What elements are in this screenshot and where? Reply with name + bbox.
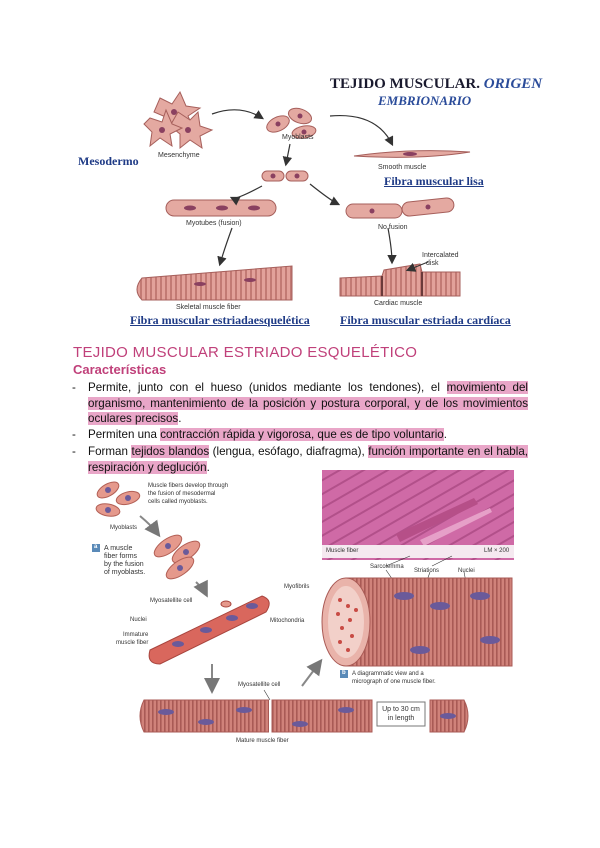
label-myotubes: Myotubes (fusion) (186, 220, 242, 227)
fusing-myoblasts (153, 534, 201, 580)
mesenchyme-cells (143, 90, 214, 150)
label-intercalated: Intercalated (422, 252, 459, 259)
caption-b: A diagrammatic view and a micrograph of … (352, 671, 436, 685)
cardiac-precursor-cells (345, 197, 455, 219)
label-micro-mag: LM × 200 (484, 548, 510, 554)
label-satellite-cell: Myosatellite cell (150, 598, 193, 604)
bullet-item-1: -Permite, junto con el hueso (unidos med… (72, 381, 528, 425)
label-myoblasts: Myoblasts (282, 134, 314, 141)
cardiac-muscle-drawing (339, 263, 461, 297)
label-myoblasts-fig2: Myoblasts (110, 525, 138, 531)
label-length: Up to 30 cm in length (382, 706, 420, 722)
badge-a: a (94, 544, 98, 550)
highlight-text: tejidos blandos (131, 445, 210, 458)
caption-fibra-lisa: Fibra muscular lisa (384, 174, 484, 188)
figure-title-italic: ORIGEN (483, 76, 543, 92)
aligned-myoblasts (261, 170, 309, 182)
section-subtitle: Características (73, 362, 167, 377)
figure-title-line2: EMBRIONARIO (378, 93, 472, 108)
myoblast-cells (266, 107, 317, 139)
caption-fibra-cardiaca: Fibra muscular estriada cardíaca (340, 313, 511, 327)
label-micro-muscle-fiber: Muscle fiber (326, 548, 359, 554)
label-mesenchyme: Mesenchyme (158, 152, 200, 159)
mesodermo-label: Mesodermo (78, 154, 139, 168)
label-skeletal-fiber: Skeletal muscle fiber (176, 304, 241, 311)
label-satellite-cell-2: Myosatellite cell (238, 682, 281, 688)
label-immature-fiber: Immature muscle fiber (116, 632, 149, 646)
label-smooth-muscle: Smooth muscle (378, 164, 427, 171)
immature-fiber-drawing (148, 595, 270, 665)
label-nuclei-right: Nuclei (458, 568, 475, 574)
smooth-muscle-cell (353, 150, 471, 158)
label-no-fusion: No fusion (378, 224, 408, 231)
label-disk: disk (426, 260, 439, 267)
label-nuclei-left: Nuclei (130, 617, 147, 623)
caption-fibra-esqueletica: Fibra muscular estriadaesquelética (130, 313, 310, 327)
origin-diagram-graphic (136, 90, 471, 301)
myotube (165, 199, 277, 217)
section-title: TEJIDO MUSCULAR ESTRIADO ESQUELÉTICO (73, 344, 418, 361)
fig2-intro-text: Muscle fibers develop through the fusion… (148, 483, 229, 505)
development-arrows (211, 109, 429, 272)
bullet-item-3: -Forman tejidos blandos (lengua, esófago… (72, 445, 528, 474)
caption-a: A muscle fiber forms by the fusion of my… (104, 545, 146, 576)
highlight-text: contracción rápida y vigorosa, que es de… (160, 428, 444, 441)
label-sarcolemma: Sarcolemma (370, 564, 404, 570)
muscle-fiber-cylinder (321, 577, 513, 667)
label-striations: Striations (414, 568, 440, 574)
micrograph-image (322, 470, 514, 560)
badge-b: b (342, 670, 346, 676)
bullet-item-2: -Permiten una contracción rápida y vigor… (72, 428, 447, 441)
myoblast-drawing (95, 481, 141, 517)
label-cardiac-muscle: Cardiac muscle (374, 300, 423, 307)
label-mature-fiber: Mature muscle fiber (236, 738, 289, 744)
label-mitochondria: Mitochondria (270, 618, 305, 624)
figure-title: TEJIDO MUSCULAR. ORIGEN (330, 76, 543, 92)
label-myofibrils: Myofibrils (284, 584, 310, 590)
skeletal-muscle-fiber-drawing (136, 265, 293, 301)
